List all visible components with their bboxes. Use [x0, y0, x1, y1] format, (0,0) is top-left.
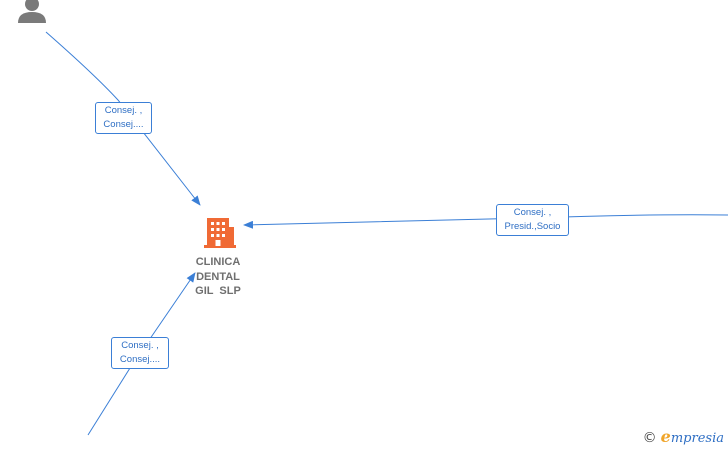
edge-line-right — [243, 214, 728, 229]
person-icon[interactable] — [16, 0, 48, 26]
edge-label-top-line2: Consej.... — [103, 119, 144, 130]
brand-name: mpresia — [670, 431, 724, 446]
edge-label-bottom-line1: Consej. , — [121, 340, 159, 351]
edge-label-right-line1: Consej. , — [513, 207, 552, 218]
edge-label-bottom-line2: Consej.... — [119, 354, 161, 365]
company-label: CLINICA DENTAL GIL SLP — [195, 256, 241, 297]
edge-label-right-line2: Presid.,Socio — [504, 221, 561, 232]
copyright-symbol: © — [642, 430, 657, 446]
empresia-logo: ©empresia — [643, 427, 724, 446]
brand-initial: e — [660, 427, 671, 446]
building-icon[interactable] — [204, 215, 236, 249]
edge-label-top-line1: Consej. , — [104, 105, 143, 116]
edge-line-top — [45, 31, 201, 206]
edge-label-top[interactable]: Consej. , Consej.... — [95, 102, 152, 134]
edge-label-bottom[interactable]: Consej. , Consej.... — [111, 337, 169, 369]
edge-label-right[interactable]: Consej. , Presid.,Socio — [496, 204, 569, 236]
